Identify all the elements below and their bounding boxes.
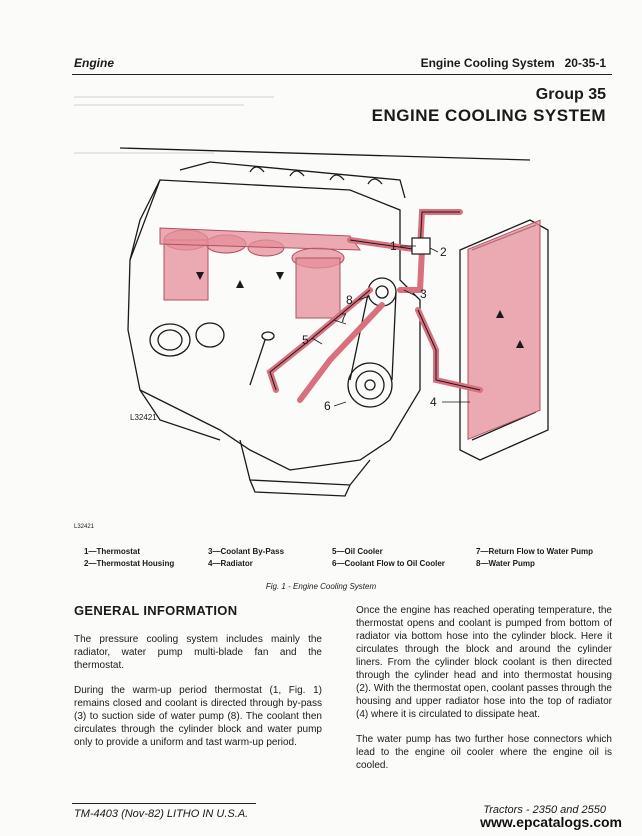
paragraph: Once the engine has reached operating te… (356, 605, 612, 720)
legend-col-3: 5—Oil Cooler 6—Coolant Flow to Oil Coole… (332, 546, 445, 570)
page-number: 20-35-1 (564, 56, 606, 70)
legend-item: 6—Coolant Flow to Oil Cooler (332, 559, 445, 568)
figure-caption: Fig. 1 - Engine Cooling System (265, 582, 377, 591)
legend-col-4: 7—Return Flow to Water Pump 8—Water Pump (476, 546, 593, 570)
paragraph: During the warm-up period thermostat (1,… (74, 685, 322, 748)
legend-item: 5—Oil Cooler (332, 547, 383, 556)
body-left-column: GENERAL INFORMATION The pressure cooling… (74, 604, 322, 761)
paragraph: The water pump has two further hose conn… (356, 734, 612, 771)
callout-2: 2 (440, 245, 447, 259)
legend-col-1: 1—Thermostat 2—Thermostat Housing (84, 546, 174, 570)
header-title: Engine Cooling System 20-35-1 (421, 56, 606, 70)
bleed-through-line (74, 104, 244, 106)
group-label: Group 35 (535, 86, 606, 103)
footer-rule (72, 803, 256, 804)
paragraph: The pressure cooling system includes mai… (74, 634, 322, 671)
header-section: Engine (74, 56, 115, 70)
footer-doc-id: TM-4403 (Nov-82) LITHO IN U.S.A. (74, 808, 249, 820)
callout-4: 4 (430, 395, 437, 409)
legend-col-2: 3—Coolant By-Pass 4—Radiator (208, 546, 284, 570)
body-right-column: Once the engine has reached operating te… (356, 604, 612, 784)
legend-item: 4—Radiator (208, 559, 253, 568)
engine-cooling-diagram: 1 2 3 4 5 6 7 8 L32421 (119, 147, 549, 497)
watermark-link[interactable]: www.epcatalogs.com (480, 814, 622, 830)
legend-item: 2—Thermostat Housing (84, 559, 175, 568)
bleed-through-line (74, 152, 214, 154)
callout-7: 7 (340, 311, 347, 325)
callout-3: 3 (420, 287, 427, 301)
footer-models: Tractors - 2350 and 2550 (483, 804, 606, 816)
header-rule (72, 74, 612, 75)
callout-8: 8 (346, 293, 353, 307)
bleed-through-line (74, 96, 274, 98)
page-title: ENGINE COOLING SYSTEM (371, 106, 606, 125)
legend-item: 8—Water Pump (476, 559, 535, 568)
legend-item: 3—Coolant By-Pass (208, 547, 285, 556)
callout-5: 5 (302, 333, 309, 347)
legend-item: 1—Thermostat (84, 547, 141, 556)
legend-item: 7—Return Flow to Water Pump (476, 547, 594, 556)
engine-block-outline (127, 179, 421, 471)
section-heading: GENERAL INFORMATION (74, 603, 238, 618)
callout-6: 6 (324, 399, 331, 413)
radiator-core (467, 219, 541, 441)
figure-small-code: L32421 (74, 524, 95, 530)
header-right-title: Engine Cooling System (420, 56, 555, 70)
callout-1: 1 (390, 239, 397, 253)
figure-ref-code: L32421 (130, 413, 157, 422)
